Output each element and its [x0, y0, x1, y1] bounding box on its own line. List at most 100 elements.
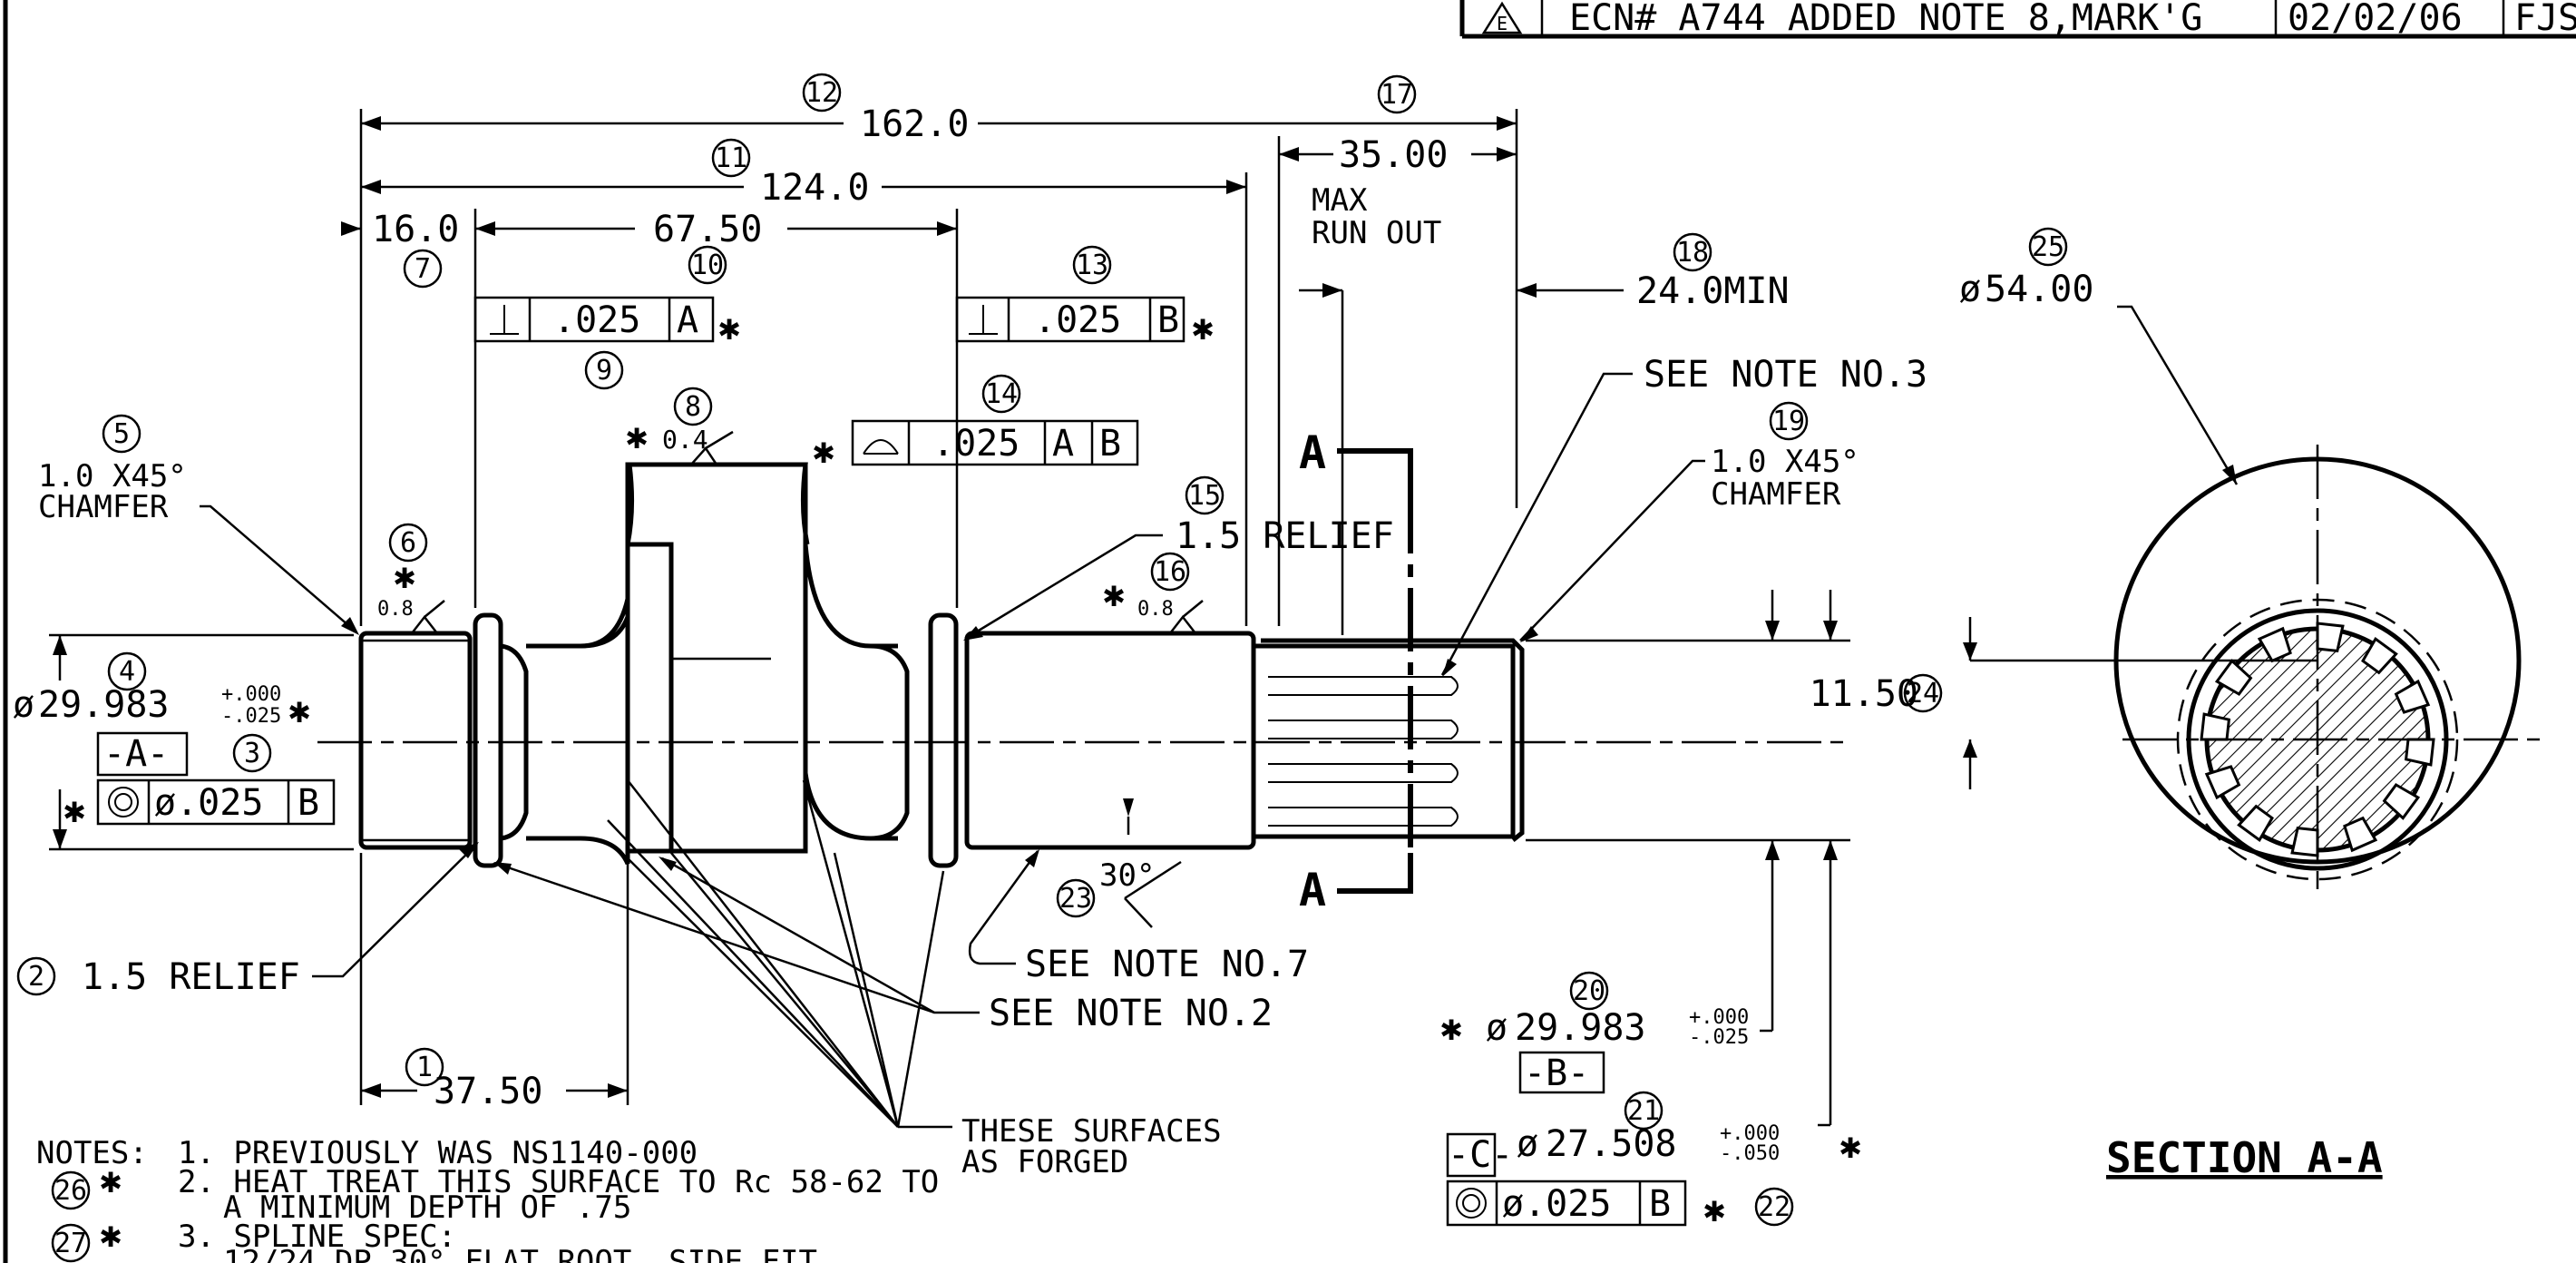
balloon-26	[51, 1170, 91, 1210]
dia-21-value: 27.508	[1546, 1123, 1677, 1165]
dim-124-0: 124.0	[760, 167, 869, 209]
balloon-label-12: 12	[805, 77, 838, 109]
fcf-14: .025 A B ✱	[813, 419, 1139, 472]
balloon-25	[2028, 227, 2068, 267]
chamfer5-line2: CHAMFER	[38, 489, 169, 525]
fcf22-star: ✱	[1703, 1189, 1725, 1230]
dim-30-deg: 30°	[1099, 857, 1155, 894]
balloon-label-3: 3	[244, 738, 260, 769]
balloon-label-27: 27	[54, 1228, 87, 1259]
fcf14-datum1: A	[1052, 423, 1074, 465]
finish8-value: 0.4	[662, 425, 708, 455]
revision-date: 02/02/06	[2288, 0, 2463, 39]
dim-16-0: 16.0	[372, 209, 459, 250]
fcf14-star: ✱	[813, 430, 834, 472]
balloon-6	[388, 523, 428, 563]
finish8-icon	[690, 430, 734, 465]
relief-15: 1.5 RELIEF	[1176, 515, 1394, 557]
balloon-1	[405, 1047, 444, 1087]
balloon-24	[1903, 673, 1943, 713]
dim-35-00: 35.00	[1339, 134, 1448, 176]
spline-tooth	[2361, 636, 2398, 675]
dia-sym-20: ø	[1486, 1007, 1508, 1049]
fcf10-datum: A	[677, 299, 698, 341]
balloon-label-1: 1	[416, 1052, 433, 1083]
balloon-16	[1150, 552, 1190, 592]
balloon-12	[802, 73, 842, 113]
balloon-label-18: 18	[1676, 237, 1709, 269]
spline-tooth	[2404, 738, 2435, 767]
dia-20-tol-dn: -.025	[1689, 1026, 1749, 1049]
fcf3-star: ✱	[63, 789, 85, 831]
perpendicularity-icon-2	[969, 305, 998, 335]
finish16-icon	[1169, 600, 1204, 634]
relief-2: 1.5 RELIEF	[82, 956, 300, 998]
balloon-8	[673, 387, 713, 426]
datum-a: -A-	[103, 733, 169, 775]
balloon-label-11: 11	[715, 142, 747, 174]
spline-tooth	[2394, 679, 2431, 714]
balloon-2	[16, 956, 56, 996]
finish6-icon	[411, 600, 445, 634]
spline-tooth	[2382, 783, 2421, 820]
dia-callout-21: ø 27.508 +.000 -.050 ✱	[1517, 1122, 1861, 1167]
balloon-label-10: 10	[691, 250, 724, 281]
balloon-label-24: 24	[1907, 678, 1939, 710]
balloon-18	[1673, 232, 1712, 272]
forged-line2: AS FORGED	[961, 1144, 1128, 1180]
fcf13-value: .025	[1034, 299, 1121, 341]
spline-tooth	[2316, 622, 2345, 653]
section-title: SECTION A-A	[2106, 1133, 2383, 1182]
dim-11-50: 11.50	[1810, 673, 1918, 715]
balloon-17	[1377, 74, 1417, 114]
dia-4-value: 29.983	[38, 684, 170, 726]
fcf14-value: .025	[932, 423, 1020, 465]
see-note-7: SEE NOTE NO.7	[1025, 944, 1309, 985]
balloon-label-20: 20	[1573, 975, 1605, 1007]
fcf3-datum: B	[298, 782, 319, 824]
revision-description: ECN# A744 ADDED NOTE 8,MARK'G	[1569, 0, 2202, 39]
dia-callout-20: ✱ ø 29.983 +.000 -.025 -B-	[1440, 590, 1850, 1127]
finish6-star: ✱	[394, 555, 415, 597]
balloon-label-17: 17	[1381, 79, 1413, 111]
section-cut-plane: A A	[1299, 426, 1413, 916]
max-run-out-line2: RUN OUT	[1312, 215, 1441, 251]
balloon-7	[403, 249, 443, 289]
dim-162-0: 162.0	[860, 103, 969, 145]
fcf-10: .025 A ✱	[473, 296, 740, 348]
balloon-label-9: 9	[596, 355, 612, 387]
balloon-label-21: 21	[1627, 1095, 1660, 1127]
dia-20-star: ✱	[1440, 1007, 1462, 1049]
section-a-a-view: 11.50 ø 54.00 SECTION A-A	[1810, 269, 2540, 1182]
fcf10-value: .025	[553, 299, 640, 341]
balloon-13	[1072, 245, 1112, 285]
revision-letter: E	[1497, 13, 1508, 34]
revision-triangle-icon	[1481, 1, 1523, 34]
balloon-14	[981, 374, 1021, 414]
fcf13-datum: B	[1157, 299, 1179, 341]
profile-of-surface-icon	[863, 439, 899, 455]
balloon-21	[1624, 1091, 1664, 1131]
fcf-22: -C- ø.025 B ✱	[1446, 1132, 1725, 1230]
fcf-13: .025 B ✱	[955, 296, 1214, 348]
balloon-label-7: 7	[415, 253, 431, 285]
dim-67-50: 67.50	[653, 209, 762, 250]
concentricity-icon-2	[1456, 1188, 1487, 1219]
datum-b: -B-	[1524, 1052, 1589, 1094]
fcf14-datum2: B	[1099, 423, 1121, 465]
balloon-5	[102, 414, 141, 454]
balloon-label-16: 16	[1154, 556, 1186, 588]
dia-21-tol-up: +.000	[1720, 1122, 1780, 1145]
note-2a: 2. HEAT TREAT THIS SURFACE TO Rc 58-62 T…	[178, 1164, 939, 1200]
balloon-label-14: 14	[985, 378, 1018, 410]
notes-header: NOTES:	[36, 1135, 148, 1171]
perpendicularity-icon	[490, 305, 519, 335]
spline-tooth	[2290, 826, 2319, 857]
balloon-27	[51, 1223, 91, 1263]
balloon-3	[232, 733, 272, 773]
dia-20-value: 29.983	[1515, 1007, 1646, 1049]
fcf10-star: ✱	[718, 307, 740, 348]
max-run-out-line1: MAX	[1312, 182, 1368, 219]
see-note-3: SEE NOTE NO.3	[1644, 354, 1927, 396]
note-3b: 12/24 DP 30° FLAT ROOT, SIDE FIT	[223, 1244, 817, 1263]
